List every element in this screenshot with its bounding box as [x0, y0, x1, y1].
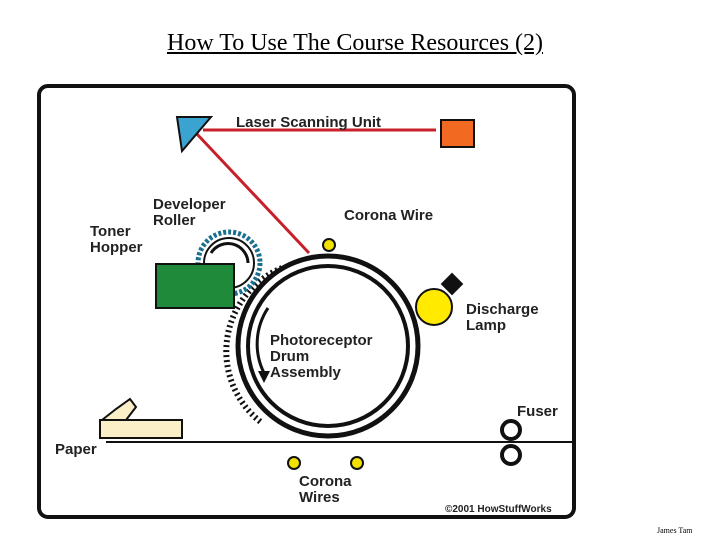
copyright-label: ©2001 HowStuffWorks [445, 504, 552, 515]
paper-sheet-curled [99, 397, 138, 421]
photoreceptor-drum-inner [246, 264, 410, 428]
photoreceptor-drum-outer [235, 253, 421, 439]
fuser-label: Fuser [517, 403, 558, 420]
rotation-arrow [255, 307, 270, 374]
diagram-frame [37, 84, 576, 519]
developer-roller-label-line1: Developer [153, 196, 226, 213]
paper-label: Paper [55, 441, 97, 458]
laser-beam-reflected [194, 131, 311, 255]
developer-roller-arrow [209, 242, 250, 264]
corona-wire-label: Corona Wire [344, 207, 433, 224]
corona-wires-dot-left [287, 456, 301, 470]
corona-wire-dot [322, 238, 336, 252]
slide-title: How To Use The Course Resources (2) [166, 30, 544, 56]
toner-particles [223, 265, 284, 426]
rotation-arrowhead [258, 371, 270, 383]
discharge-lamp-bulb [415, 288, 453, 326]
drum-label-line2: Drum [270, 348, 309, 365]
laser-unit-box [440, 119, 475, 148]
fuser-roller-bottom [500, 444, 522, 466]
fuser-roller-top [500, 419, 522, 441]
paper-stack [99, 419, 183, 439]
laser-scanning-unit-label: Laser Scanning Unit [236, 114, 381, 131]
author-credit: James Tam [657, 526, 693, 535]
corona-wires-label-line1: Corona [299, 473, 352, 490]
corona-wires-label-line2: Wires [299, 489, 340, 506]
corona-wires-dot-right [350, 456, 364, 470]
laser-printer-diagram: Laser Scanning Unit Photoreceptor Drum A… [37, 84, 576, 519]
toner-hopper-box [155, 263, 235, 309]
discharge-lamp-label-line1: Discharge [466, 301, 539, 318]
toner-hopper-label-line1: Toner [90, 223, 131, 240]
developer-roller-label-line2: Roller [153, 212, 196, 229]
mirror-icon [175, 116, 214, 154]
drum-label-line3: Assembly [270, 364, 342, 381]
drum-label-line1: Photoreceptor [270, 332, 373, 349]
toner-hopper-label-line2: Hopper [90, 239, 143, 256]
discharge-lamp-label-line2: Lamp [466, 317, 506, 334]
